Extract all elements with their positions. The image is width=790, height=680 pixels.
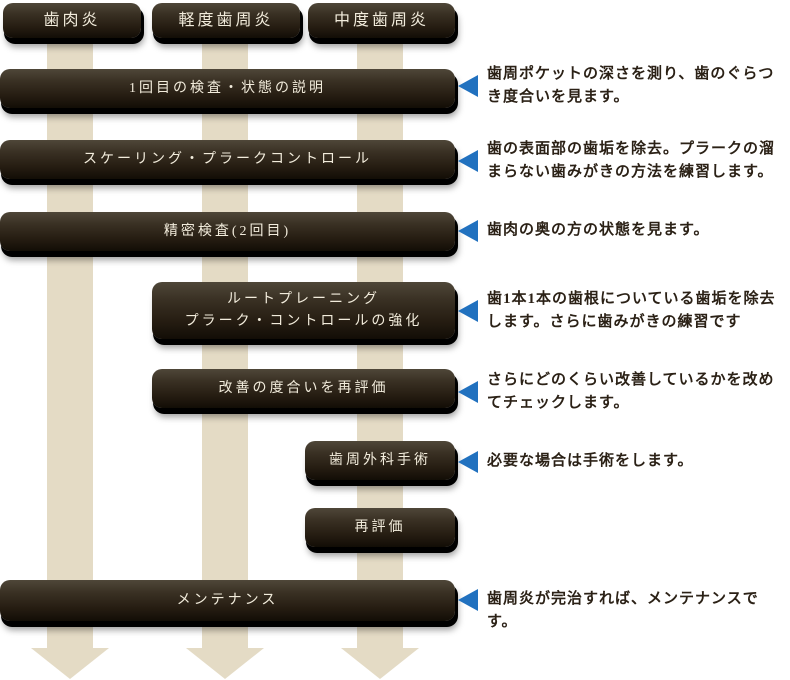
step-box-scaling-plaque-control: スケーリング・プラークコントロール — [0, 140, 455, 179]
note-root-planing: 歯1本1本の歯根についている歯垢を除去 します。さらに歯みがきの練習です — [458, 288, 783, 334]
down-arrow-head-icon — [186, 648, 264, 679]
note-text: 歯1本1本の歯根についている歯垢を除去 します。さらに歯みがきの練習です — [487, 291, 776, 330]
note-periodontal-surgery: 必要な場合は手術をします。 — [458, 450, 783, 473]
step-label: 歯周外科手術 — [329, 452, 431, 468]
step-label: スケーリング・プラークコントロール — [83, 151, 372, 167]
note-text: 歯肉の奥の方の状態を見ます。 — [487, 222, 710, 238]
down-arrow-head-icon — [341, 648, 419, 679]
step-label: 再評価 — [354, 519, 406, 535]
note-first-exam: 歯周ポケットの深さを測り、歯のぐらつ き度合いを見ます。 — [458, 63, 783, 109]
pointer-triangle-icon — [458, 589, 478, 611]
step-label: 精密検査(2回目) — [163, 223, 292, 239]
note-text: 歯周炎が完治すれば、メンテナンスです。 — [487, 591, 759, 630]
note-text: 必要な場合は手術をします。 — [487, 453, 694, 469]
column-header-mild-periodontitis: 軽度歯周炎 — [152, 3, 300, 38]
note-maintenance: 歯周炎が完治すれば、メンテナンスです。 — [458, 588, 783, 634]
pointer-triangle-icon — [458, 220, 478, 242]
step-box-periodontal-surgery: 歯周外科手術 — [305, 441, 455, 480]
step-box-maintenance: メンテナンス — [0, 580, 455, 621]
note-scaling-plaque-control: 歯の表面部の歯垢を除去。プラークの溜 まらない歯みがきの方法を練習します。 — [458, 138, 783, 184]
step-box-reevaluation: 再評価 — [305, 508, 455, 547]
column-header-label: 歯肉炎 — [43, 11, 101, 29]
step-label: 改善の度合いを再評価 — [218, 380, 389, 396]
pointer-triangle-icon — [458, 150, 478, 172]
step-label: ルートプレーニング プラーク・コントロールの強化 — [184, 291, 423, 329]
note-detailed-exam: 歯肉の奥の方の状態を見ます。 — [458, 219, 783, 242]
pointer-triangle-icon — [458, 300, 478, 322]
column-header-label: 軽度歯周炎 — [178, 11, 274, 29]
pointer-triangle-icon — [458, 75, 478, 97]
note-text: 歯周ポケットの深さを測り、歯のぐらつ き度合いを見ます。 — [487, 66, 775, 105]
step-box-detailed-exam: 精密検査(2回目) — [0, 212, 455, 251]
step-label: メンテナンス — [176, 592, 279, 608]
step-box-first-exam: 1回目の検査・状態の説明 — [0, 69, 455, 108]
column-header-gingivitis: 歯肉炎 — [3, 3, 141, 38]
column-header-label: 中度歯周炎 — [333, 11, 429, 29]
note-text: 歯の表面部の歯垢を除去。プラークの溜 まらない歯みがきの方法を練習します。 — [487, 141, 776, 180]
pointer-triangle-icon — [458, 381, 478, 403]
down-arrow-shaft-gingivitis — [47, 20, 93, 650]
down-arrow-head-icon — [31, 648, 109, 679]
step-box-root-planing: ルートプレーニング プラーク・コントロールの強化 — [152, 282, 455, 339]
note-text: さらにどのくらい改善しているかを改め てチェックします。 — [487, 372, 775, 411]
note-reevaluate-improvement: さらにどのくらい改善しているかを改め てチェックします。 — [458, 369, 783, 415]
step-label: 1回目の検査・状態の説明 — [129, 80, 326, 96]
pointer-triangle-icon — [458, 451, 478, 473]
step-box-reevaluate-improvement: 改善の度合いを再評価 — [152, 369, 455, 408]
column-header-moderate-periodontitis: 中度歯周炎 — [308, 3, 455, 38]
